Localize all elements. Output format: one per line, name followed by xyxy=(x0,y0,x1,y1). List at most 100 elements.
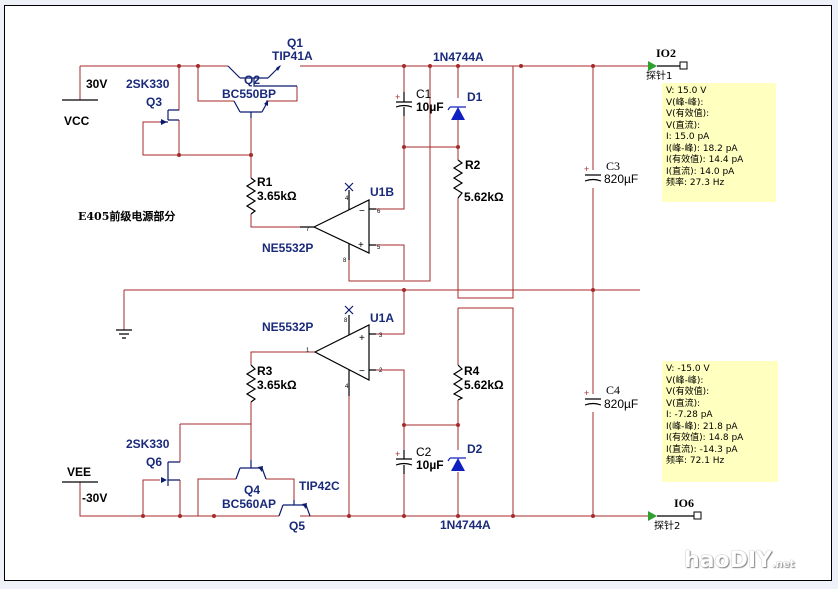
probe-reading: V(有效值): xyxy=(666,387,710,397)
wire-r4-top xyxy=(458,307,514,516)
junction xyxy=(178,514,182,518)
pin-label: 4 xyxy=(345,196,349,202)
c2-ref: C2 xyxy=(416,445,432,459)
probe-reading: V(直流): xyxy=(666,398,701,409)
junction xyxy=(177,64,181,68)
polarized-capacitor-icon xyxy=(395,450,413,474)
u1a-ref: U1A xyxy=(370,311,394,325)
polarized-capacitor-icon xyxy=(584,398,602,406)
vee-label: VEE xyxy=(67,465,91,479)
wire-u1a-noninv xyxy=(376,290,405,335)
junction xyxy=(402,514,406,518)
resistor-r1[interactable]: R1 3.65kΩ xyxy=(245,175,297,215)
vee-source[interactable]: VEE -30V xyxy=(62,465,107,505)
jfet-q6[interactable]: 2SK330 Q6 xyxy=(126,437,180,486)
junction xyxy=(456,145,460,149)
c1-value: 10µF xyxy=(416,100,444,114)
minus-sign-icon: − xyxy=(359,206,365,217)
junction xyxy=(591,64,595,68)
resistor-icon xyxy=(452,159,464,199)
zener-bar-icon xyxy=(447,457,466,462)
r3-ref: R3 xyxy=(257,364,273,378)
jfet-icon xyxy=(160,109,179,123)
junction xyxy=(402,423,406,427)
pnp-transistor-icon xyxy=(235,460,267,480)
probe-2-tag: 探针2 xyxy=(654,519,680,532)
wire-q3-drain xyxy=(168,66,180,111)
capacitor-c2[interactable]: + C2 10µF xyxy=(395,445,444,474)
junction xyxy=(177,153,181,157)
jfet-icon xyxy=(167,461,180,486)
zener-d1[interactable]: D1 1N4744A xyxy=(433,50,484,120)
probe-reading: I(峰-峰): 21.8 pA xyxy=(666,421,738,432)
plus-sign-icon: + xyxy=(584,388,589,398)
c3-ref: C3 xyxy=(606,159,620,173)
q3-ref: Q3 xyxy=(146,95,162,109)
d1-ref: D1 xyxy=(467,90,483,104)
zener-d2[interactable]: D2 1N4744A xyxy=(440,442,491,532)
resistor-r2[interactable]: R2 5.62kΩ xyxy=(452,158,504,204)
polarized-capacitor-icon xyxy=(584,174,602,182)
vee-voltage: -30V xyxy=(82,491,107,505)
jfet-q3[interactable]: 2SK330 Q3 xyxy=(126,77,179,125)
transistor-q4[interactable]: Q4 BC560AP xyxy=(222,460,276,511)
probe-reading: I(峰-峰): 18.2 pA xyxy=(666,143,738,154)
wire-q4-q5 xyxy=(266,478,295,500)
probe-reading: I(有效值): 14.8 pA xyxy=(666,433,744,443)
transistor-q5[interactable]: TIP42C Q5 xyxy=(228,479,340,533)
c4-value: 820µF xyxy=(604,397,638,411)
capacitor-c4[interactable]: + C4 820µF xyxy=(584,383,638,411)
u1a-part: NE5532P xyxy=(262,320,313,334)
probe-2-net: IO6 xyxy=(674,496,694,510)
probe-1[interactable]: IO2 探针1 xyxy=(646,46,688,82)
junction xyxy=(402,145,406,149)
plus-sign-icon: + xyxy=(584,164,589,174)
pin-label: 1 xyxy=(306,348,310,354)
c1-ref: C1 xyxy=(416,87,432,101)
wire-u1b-noninv xyxy=(376,244,405,280)
probe-reading: V: 15.0 V xyxy=(666,86,707,96)
resistor-r3[interactable]: R3 3.65kΩ xyxy=(245,364,297,403)
wire-u1b-inv xyxy=(376,147,405,210)
emitter-arrow-icon xyxy=(276,65,281,71)
opamp-u1a[interactable]: + − 8 3 2 1 4 U1A NE5532P xyxy=(262,305,394,396)
opamp-triangle-icon xyxy=(313,324,370,381)
gate-arrow-icon xyxy=(161,119,167,125)
probe-reading: V(直流): xyxy=(666,120,701,131)
r2-ref: R2 xyxy=(465,158,481,172)
no-connect-icon xyxy=(344,305,354,315)
ground-symbol[interactable] xyxy=(116,329,132,339)
probe-reading: 频率: 27.3 Hz xyxy=(666,178,725,188)
vcc-source[interactable]: 30V VCC xyxy=(62,77,107,128)
junction xyxy=(402,288,406,292)
capacitor-c1[interactable]: + C1 10µF xyxy=(395,87,444,116)
resistor-icon xyxy=(245,177,257,215)
r1-ref: R1 xyxy=(257,175,273,189)
transistor-q2[interactable]: Q2 BC550BP xyxy=(222,73,276,118)
probe-reading: V(有效值): xyxy=(666,109,710,119)
junction xyxy=(456,514,460,518)
plus-sign-icon: + xyxy=(395,449,400,459)
wire-r1-out xyxy=(250,214,300,228)
probe-arrow-icon xyxy=(648,61,657,71)
probe-2[interactable]: IO6 探针2 xyxy=(648,496,702,532)
capacitor-c3[interactable]: + C3 820µF xyxy=(584,159,638,186)
pin-label: 4 xyxy=(345,384,349,390)
emitter-arrow-icon xyxy=(264,100,268,106)
wire-q6-loop xyxy=(142,479,160,516)
transistor-q1[interactable]: Q1 TIP41A xyxy=(227,36,313,87)
probe-reading: V(峰-峰): xyxy=(666,375,704,386)
wire-q2-q1 xyxy=(266,86,298,102)
d2-part: 1N4744A xyxy=(440,518,491,532)
wire-u1a-inv xyxy=(376,369,458,426)
wire-q4-left xyxy=(197,478,236,516)
polarized-capacitor-icon xyxy=(395,92,413,116)
c3-value: 820µF xyxy=(604,172,638,186)
resistor-r4[interactable]: R4 5.62kΩ xyxy=(452,364,504,401)
junction xyxy=(591,514,595,518)
opamp-u1b[interactable]: − + 4 6 5 7 8 U1B NE5532P xyxy=(262,182,394,264)
u1b-ref: U1B xyxy=(370,185,394,199)
wire-q3-loop xyxy=(142,121,250,156)
emitter-arrow-icon xyxy=(258,466,263,472)
